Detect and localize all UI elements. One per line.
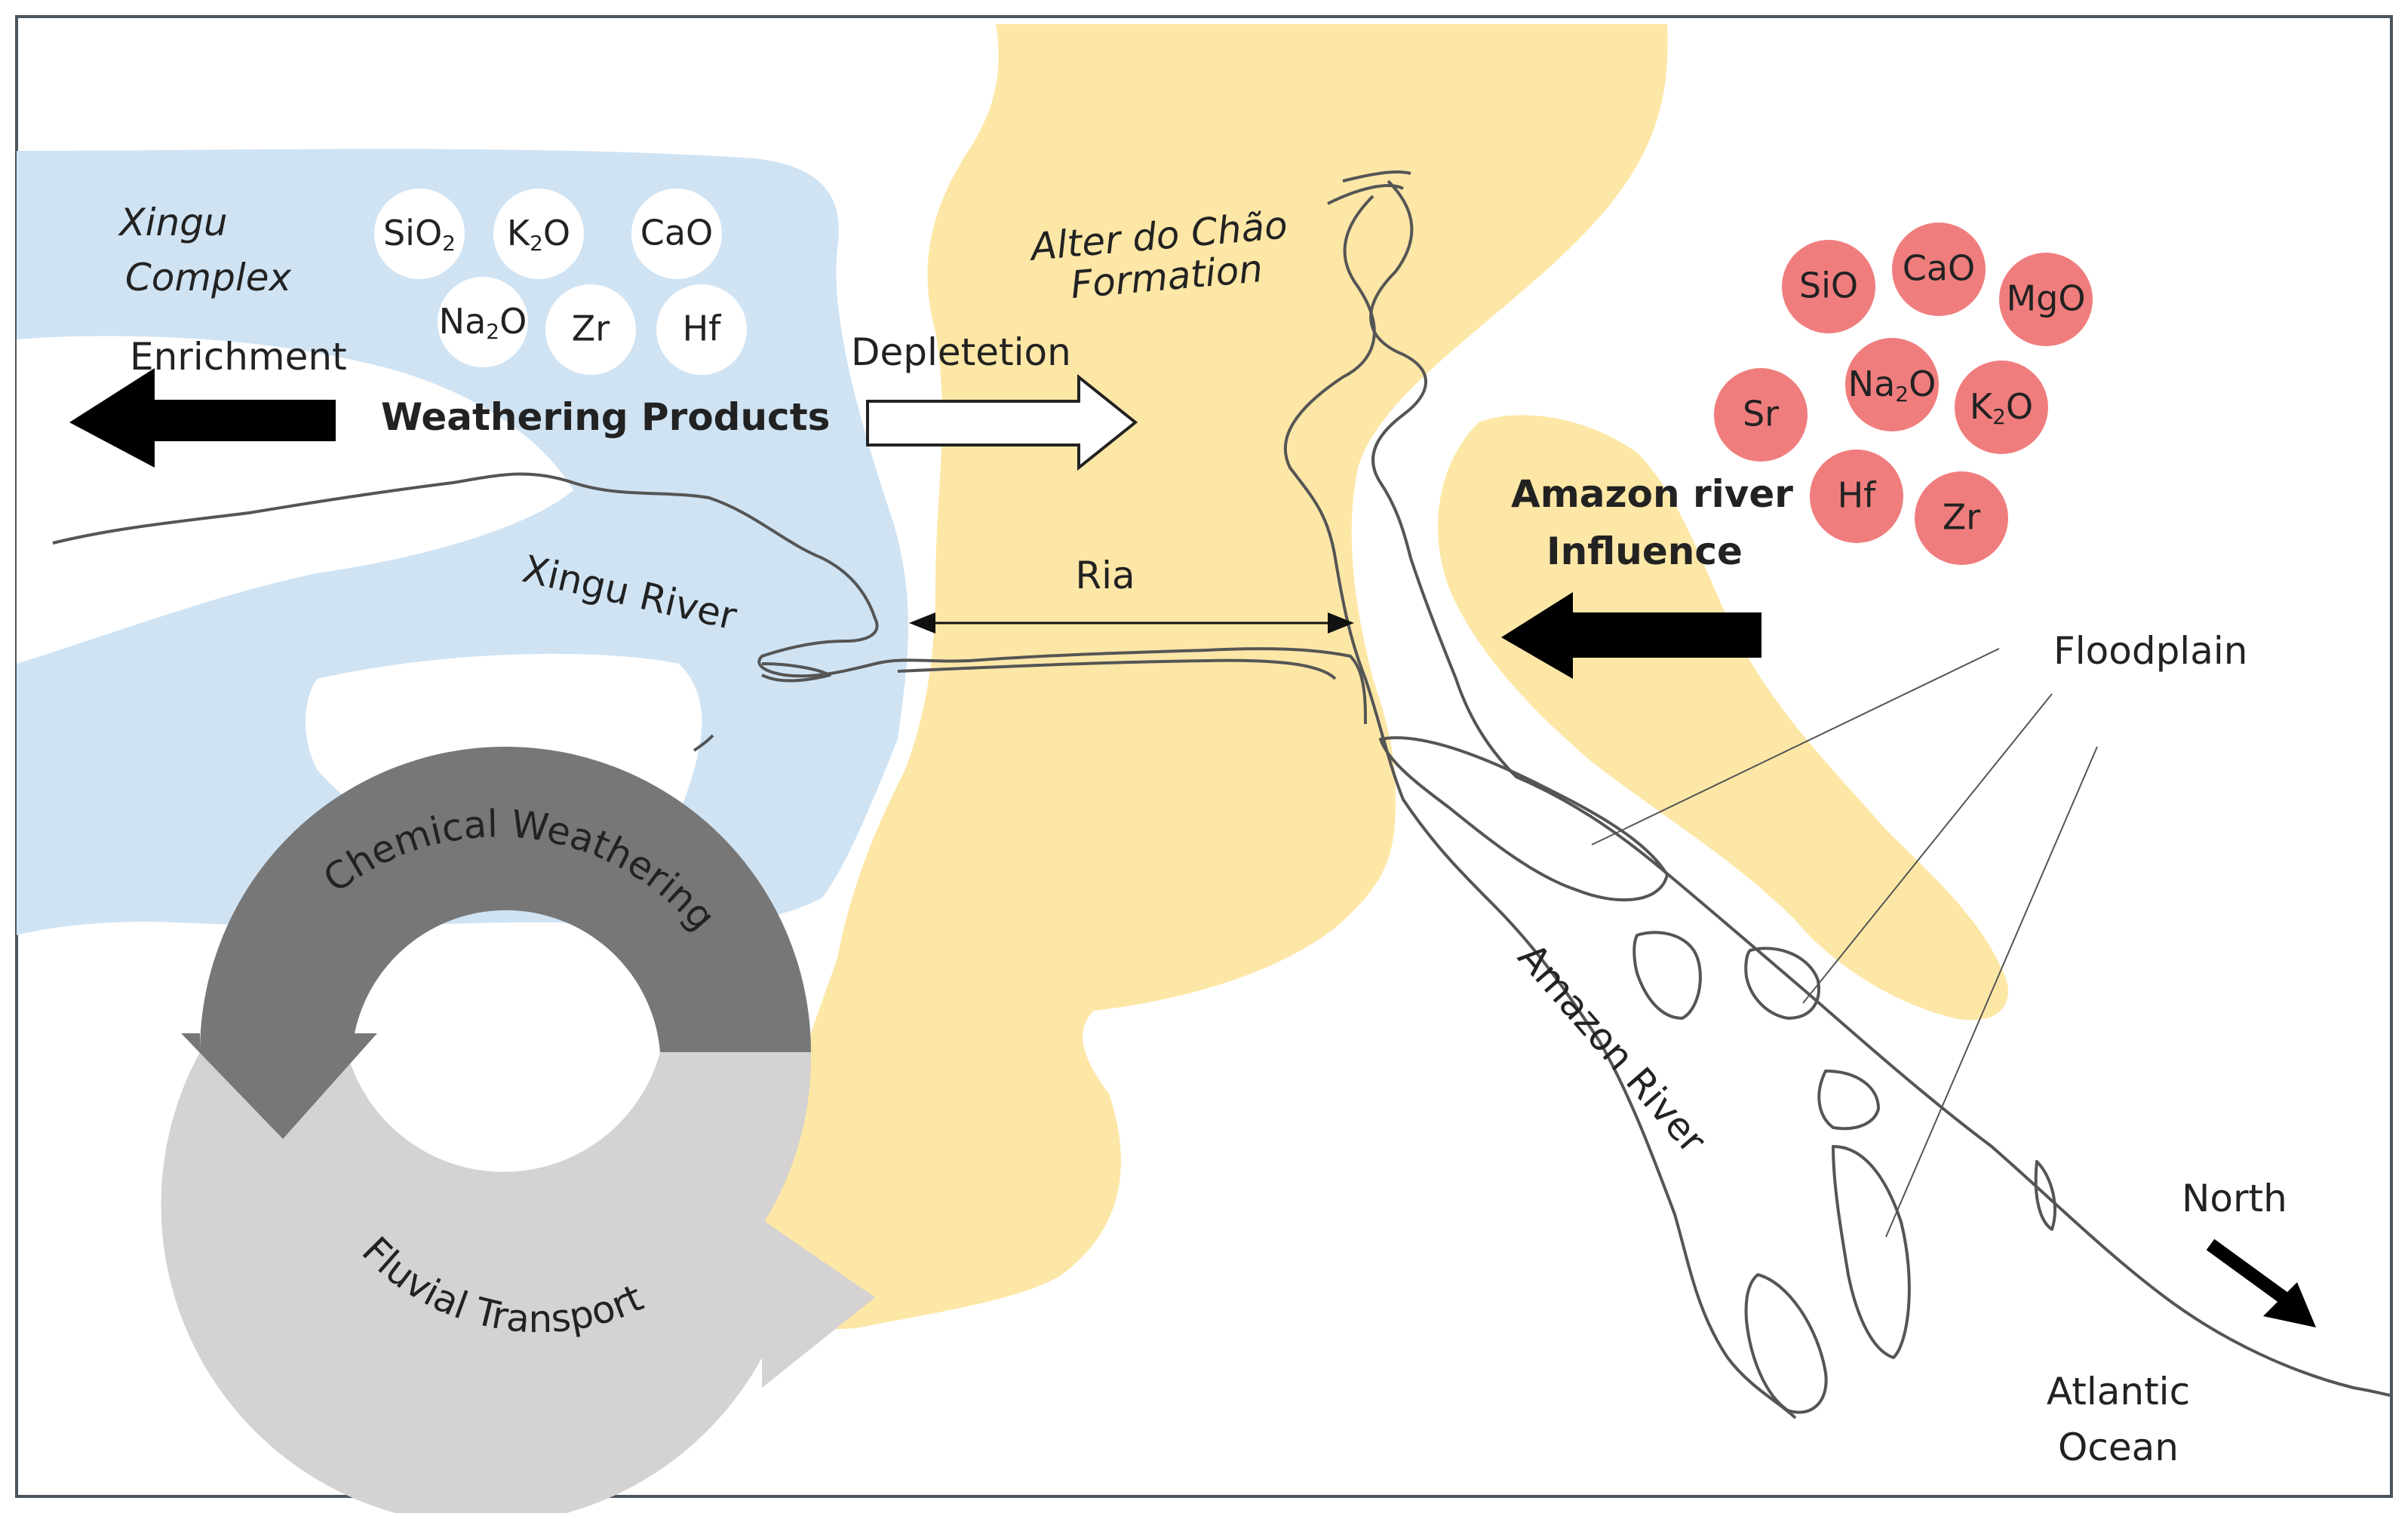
- floodplain-island-7: [2034, 1160, 2056, 1231]
- xingu-river-bank: [897, 658, 1337, 680]
- oxide-circle[interactable]: [1845, 338, 1939, 431]
- floodplain-island-6: [1744, 1273, 1828, 1414]
- amazon-influence-arrow: [1501, 592, 1761, 679]
- amazon-oxide-3: MgO: [2006, 278, 2085, 319]
- amazon-oxide-1: SiO: [1799, 265, 1858, 306]
- alter-do-chao-region: [749, 24, 1668, 1329]
- amazon-influence-label-2: Influence: [1546, 529, 1743, 573]
- floodplain-leader-3: [1885, 746, 2098, 1238]
- xingu-oxide-3: CaO: [640, 213, 714, 253]
- oxide-circle[interactable]: [1915, 471, 2008, 565]
- ria-label: Ria: [1075, 554, 1135, 597]
- oxide-circle[interactable]: [1892, 222, 1986, 316]
- floodplain-island-3: [1744, 947, 1820, 1020]
- floodplain-island-2: [1632, 931, 1702, 1020]
- weathering-products-label: Weathering Products: [381, 395, 830, 439]
- enrichment-label: Enrichment: [130, 335, 347, 379]
- xingu-oxide-6: Hf: [683, 308, 723, 349]
- oxide-circle[interactable]: [1955, 361, 2048, 454]
- atlantic-label-1: Atlantic: [2047, 1370, 2190, 1413]
- amazon-influence-label-1: Amazon river: [1511, 472, 1793, 516]
- amazon-oxide-4: Sr: [1743, 394, 1779, 434]
- amazon-oxide-5: Na2O: [1848, 364, 1937, 407]
- floodplain-island-4: [1817, 1070, 1880, 1131]
- oxide-circle[interactable]: [374, 189, 465, 279]
- amazon-oxide-group: SiO CaO MgO Sr Na2O K2O Hf Zr: [1714, 222, 2093, 565]
- depletion-arrow: [866, 373, 1138, 471]
- enrichment-arrow: [69, 368, 336, 468]
- amazon-river-upper-right: [1369, 180, 2392, 1397]
- atlantic-label-2: Ocean: [2058, 1426, 2179, 1469]
- oxide-circle[interactable]: [1999, 253, 2093, 346]
- amazon-oxide-6: K2O: [1970, 386, 2033, 430]
- floodplain-leader-2: [1802, 693, 2053, 1004]
- amazon-oxide-2: CaO: [1903, 248, 1976, 289]
- amazon-influence-region: [1438, 415, 2008, 1020]
- oxide-circle[interactable]: [438, 277, 528, 367]
- north-arrow: [2206, 1238, 2316, 1327]
- oxide-circle[interactable]: [656, 284, 747, 375]
- oxide-circle[interactable]: [1714, 368, 1808, 462]
- xingu-complex-label-1: Xingu: [117, 201, 227, 244]
- xingu-river: [52, 472, 1367, 725]
- xingu-oxide-1: SiO2: [383, 213, 456, 256]
- ria-arrow[interactable]: [909, 612, 1354, 634]
- xingu-oxide-4: Na2O: [439, 301, 527, 345]
- north-label: North: [2182, 1177, 2287, 1220]
- chemical-weathering-arc: [181, 747, 811, 1139]
- xingu-oxide-group: SiO2 K2O CaO Na2O Zr Hf: [374, 189, 747, 375]
- fluvial-transport-arc: [161, 1052, 875, 1513]
- oxide-circle[interactable]: [1782, 240, 1875, 333]
- amazon-river-upper-left: [1283, 195, 1797, 1419]
- oxide-circle[interactable]: [493, 189, 584, 279]
- floodplain-leader-1: [1591, 648, 2000, 846]
- depletion-label: Depletetion: [851, 330, 1071, 374]
- floodplain-label: Floodplain: [2053, 629, 2247, 673]
- xingu-complex-label-2: Complex: [125, 256, 292, 299]
- floodplain-island-5: [1832, 1145, 1911, 1359]
- amazon-river-meander-top: [1327, 170, 1411, 205]
- amazon-oxide-8: Zr: [1943, 497, 1981, 538]
- oxide-circle[interactable]: [1810, 450, 1903, 543]
- xingu-oxide-5: Zr: [572, 308, 610, 349]
- floodplain-island-1: [1379, 736, 1669, 902]
- weathering-cycle: Chemical Weathering Fluvial Transport: [161, 747, 875, 1513]
- oxide-circle[interactable]: [545, 284, 636, 375]
- oxide-circle[interactable]: [631, 189, 722, 279]
- xingu-river-mouth: [761, 662, 831, 683]
- xingu-oxide-2: K2O: [507, 213, 570, 256]
- xingu-small-channel: [693, 734, 714, 752]
- amazon-oxide-7: Hf: [1838, 475, 1878, 516]
